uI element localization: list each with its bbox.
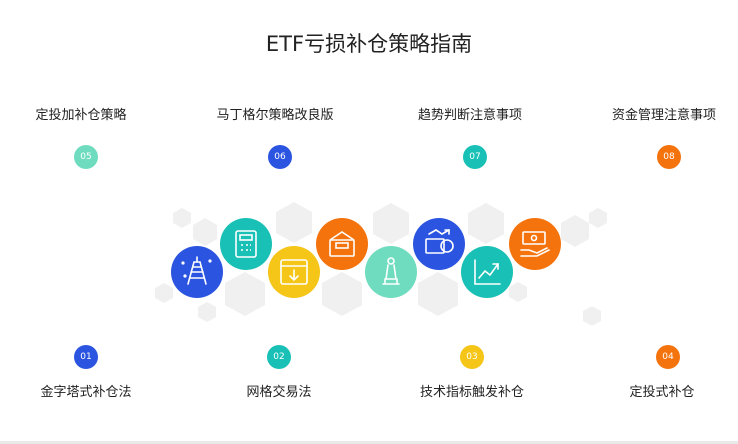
cash-hand-icon	[509, 218, 561, 270]
bg-hexagon	[373, 203, 409, 244]
wallet-icon	[316, 218, 368, 270]
number-badge-02: 02	[267, 345, 291, 369]
download-chart-icon	[268, 246, 320, 298]
label-item-05: 定投加补仓策略	[1, 104, 161, 123]
number-badge-04: 04	[656, 345, 680, 369]
icon-circle	[220, 218, 272, 270]
item-label: 技术指标触发补仓	[419, 385, 524, 400]
number-badge-08: 08	[657, 145, 681, 169]
label-item-03: 技术指标触发补仓	[392, 381, 552, 400]
icon-circle	[316, 218, 368, 270]
bg-hexagon	[173, 208, 191, 228]
trend-chart-icon	[461, 246, 513, 298]
item-label: 资金管理注意事项	[611, 108, 716, 123]
bg-hexagon	[276, 202, 312, 243]
item-label: 金字塔式补仓法	[40, 385, 132, 400]
bg-hexagon	[322, 272, 362, 316]
number-badge-03: 03	[460, 345, 484, 369]
bg-hexagon	[418, 272, 458, 316]
item-label: 网格交易法	[246, 385, 312, 400]
bg-hexagon	[509, 282, 527, 302]
footer-divider	[0, 441, 738, 444]
page-title: ETF亏损补仓策略指南	[265, 32, 473, 56]
calculator-icon	[220, 218, 272, 270]
bg-hexagon	[561, 215, 589, 247]
bg-hexagon	[193, 218, 217, 246]
background-hexagons	[155, 202, 607, 326]
chess-icon	[365, 246, 417, 298]
label-item-04: 定投式补仓	[582, 381, 738, 400]
bg-hexagon	[589, 208, 607, 228]
number-badge-01: 01	[74, 345, 98, 369]
item-label: 趋势判断注意事项	[417, 108, 522, 123]
number-badge-07: 07	[463, 145, 487, 169]
number-badge-06: 06	[268, 145, 292, 169]
item-label: 马丁格尔策略改良版	[216, 108, 334, 123]
money-flow-icon	[413, 218, 465, 270]
item-label: 定投加补仓策略	[35, 108, 127, 123]
label-item-06: 马丁格尔策略改良版	[195, 104, 355, 123]
bg-hexagon	[583, 306, 601, 326]
bg-hexagon	[155, 283, 173, 303]
label-item-02: 网格交易法	[199, 381, 359, 400]
bg-hexagon	[468, 203, 504, 244]
icon-circle	[413, 218, 465, 270]
tower-icon	[171, 246, 223, 298]
item-label: 定投式补仓	[629, 385, 695, 400]
bg-hexagon	[198, 302, 216, 322]
bg-hexagon	[225, 272, 265, 316]
label-item-07: 趋势判断注意事项	[390, 104, 550, 123]
label-item-01: 金字塔式补仓法	[6, 381, 166, 400]
icon-circle	[365, 246, 417, 298]
label-item-08: 资金管理注意事项	[584, 104, 738, 123]
number-badge-05: 05	[74, 145, 98, 169]
